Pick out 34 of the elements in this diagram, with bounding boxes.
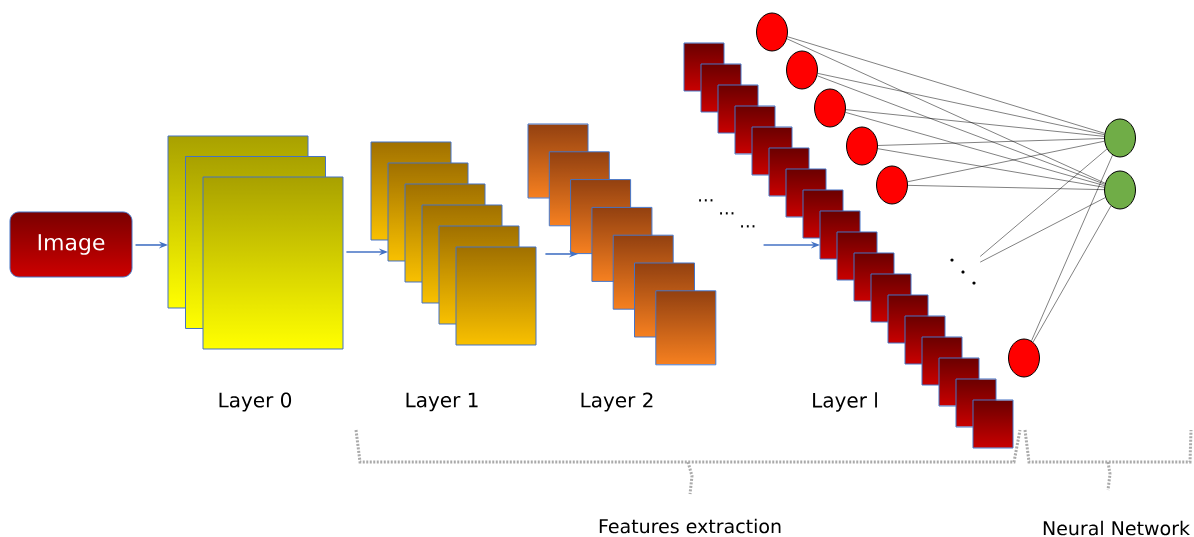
neuron-circle: [1104, 118, 1136, 158]
neuron-circle: [756, 12, 788, 52]
connection-line: [817, 75, 1105, 185]
connection-line: [817, 73, 1105, 135]
layer-label: Layer 1: [406, 392, 478, 412]
connection-line: [787, 36, 1105, 134]
section-label: Features extraction: [599, 518, 781, 534]
feature-map-stack: [370, 141, 537, 346]
connection-line: [979, 148, 1108, 257]
connection-line: [907, 185, 1105, 190]
neuron-circle: [846, 126, 878, 166]
section-label: Neural Network: [1043, 520, 1190, 536]
connection-line: [1031, 154, 1113, 342]
feature-map-stack: [527, 123, 717, 366]
feature-map-stack: [167, 135, 344, 350]
image-box: Image: [9, 211, 133, 278]
neuron-circle: [1104, 170, 1136, 210]
connection-line: [845, 109, 1105, 137]
connection-line: [877, 138, 1105, 146]
neuron-circle: [876, 165, 908, 205]
neuron-circle: [786, 50, 818, 90]
connection-line: [786, 38, 1106, 184]
neuron-circle: [814, 88, 846, 128]
ellipsis-text: ... ... ...: [699, 199, 755, 228]
connection-line: [877, 148, 1105, 188]
connection-line: [979, 197, 1106, 263]
layer-label: Layer 2: [581, 392, 653, 412]
ellipsis-dots: [950, 258, 976, 285]
layer-label: Layer l: [813, 392, 877, 412]
layer-label: Layer 0: [219, 392, 292, 412]
connection-line: [1032, 205, 1112, 343]
connection-line: [845, 112, 1105, 186]
neuron-circle: [1008, 338, 1040, 378]
connection-line: [907, 141, 1105, 182]
